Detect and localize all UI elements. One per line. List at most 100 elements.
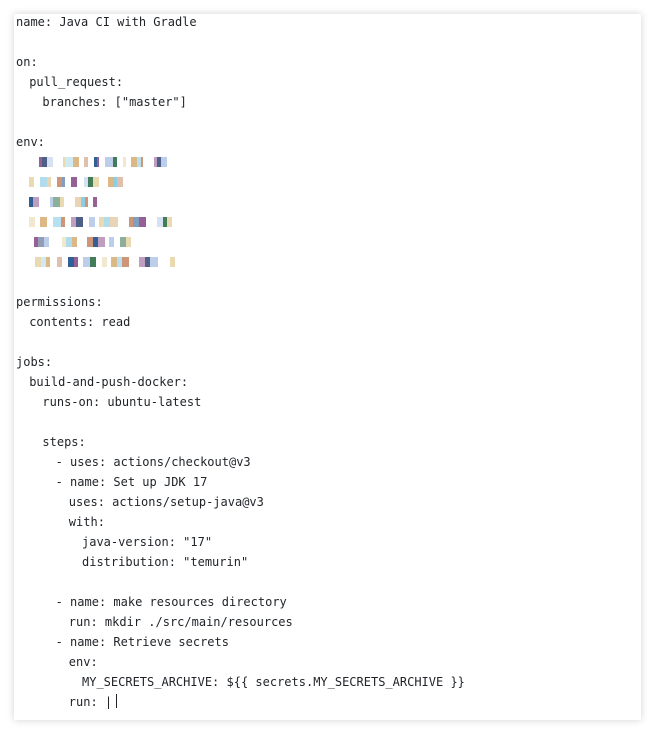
code-line: name: Java CI with Gradle [16,14,523,32]
redaction-pixel [97,156,100,167]
redaction-pixel [53,216,62,227]
code-line: runs-on: ubuntu-latest [16,392,523,412]
code-line: permissions: [16,292,523,312]
redaction-pixel [105,156,114,167]
code-line [16,252,523,272]
redacted-value [29,255,176,269]
redaction-pixel [47,176,52,187]
redaction-pixel [44,236,50,247]
code-line [16,572,523,592]
redaction-pixel [74,256,79,267]
redaction-pixel [85,196,89,207]
code-line: env: [16,132,523,152]
code-line [16,232,523,252]
redaction-pixel [158,257,164,267]
code-text: distribution: "temurin" [82,555,249,569]
redaction-pixel [60,196,65,207]
redaction-pixel [157,156,162,167]
redaction-pixel [57,256,63,267]
redaction-pixel [62,176,66,187]
code-text: on: [16,55,38,69]
code-text: with: [68,515,105,529]
code-line: branches: ["master"] [16,92,523,112]
redaction-pixel [111,256,118,267]
redaction-pixel [29,216,36,227]
redaction-pixel [75,196,82,207]
code-line [16,332,523,352]
redaction-pixel [64,197,69,207]
code-line: build-and-push-docker: [16,372,523,392]
code-line: run: mkdir ./src/main/resources [16,612,523,632]
redaction-pixel [129,216,134,227]
redaction-pixel [47,156,54,167]
redaction-pixel [84,176,89,187]
code-line: pull_request: [16,72,523,92]
code-text: permissions: [16,295,103,309]
code-line: run: | [16,692,523,712]
code-line [16,112,523,132]
redaction-pixel [66,236,73,247]
redaction-pixel [87,236,94,247]
redaction-pixel [139,216,147,227]
code-text: jobs: [16,355,53,369]
redaction-pixel [108,176,114,187]
code-line: distribution: "temurin" [16,552,523,572]
redaction-pixel [93,196,98,207]
code-line [16,152,523,172]
redaction-pixel [99,216,105,227]
redaction-pixel [71,216,77,227]
redaction-pixel [104,216,111,227]
code-line: steps: [16,432,523,452]
code-text: run: | [68,695,113,709]
redaction-pixel [161,156,168,167]
text-cursor [116,694,118,708]
redaction-pixel [34,236,39,247]
code-text: contents: read [29,315,131,329]
redaction-pixel [131,156,138,167]
panel-bottom-fade [14,712,641,720]
redaction-pixel [40,176,48,187]
redaction-pixel [93,176,100,187]
code-line: java-version: "17" [16,532,523,552]
redaction-pixel [94,156,98,167]
code-line [16,32,523,52]
code-text: runs-on: ubuntu-latest [42,395,202,409]
redaction-pixel [71,176,78,187]
redaction-pixel [39,156,43,167]
redaction-pixel [150,256,159,267]
code-line [16,212,523,232]
redaction-pixel [50,196,54,207]
redaction-pixel [172,217,178,227]
redacted-value [29,155,168,169]
code-text: branches: ["master"] [42,95,187,109]
redaction-pixel [123,177,130,187]
code-text: - name: make resources directory [55,595,287,609]
redaction-pixel [35,256,42,267]
code-line: jobs: [16,352,523,372]
code-line: - name: make resources directory [16,592,523,612]
code-line [16,172,523,192]
code-line [16,272,523,292]
redaction-pixel [65,156,74,167]
redaction-pixel [89,216,96,227]
redaction-pixel [40,216,48,227]
code-text: - name: Retrieve secrets [55,635,229,649]
redaction-pixel [122,256,130,267]
yaml-code-block[interactable]: name: Java CI with Gradle on: pull_request… [16,14,523,720]
redaction-pixel [117,176,124,187]
code-line: - name: Retrieve secrets [16,632,523,652]
redaction-pixel [117,256,123,267]
code-line [16,412,523,432]
redaction-pixel [167,216,173,227]
redaction-pixel [77,177,84,187]
redaction-pixel [102,256,108,267]
code-text: env: [16,135,45,149]
redaction-pixel [170,256,176,267]
redacted-value [29,215,178,229]
redaction-pixel [93,236,99,247]
code-text: env: [68,655,98,669]
code-text: - name: Set up JDK 17 [55,475,208,489]
redaction-pixel [84,156,89,167]
redaction-pixel [77,237,81,247]
code-line: contents: read [16,312,523,332]
